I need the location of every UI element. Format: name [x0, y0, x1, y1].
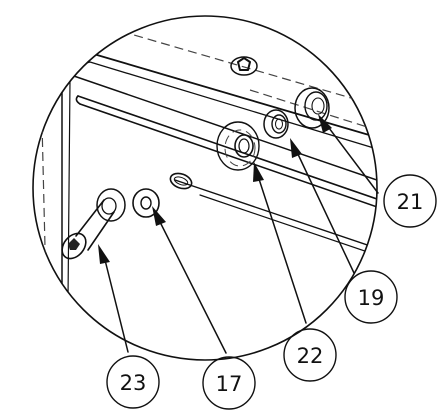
- nut-19: [263, 109, 289, 139]
- fitting-21: [294, 87, 330, 129]
- svg-text:22: 22: [297, 344, 324, 368]
- svg-text:17: 17: [216, 372, 243, 396]
- leader-lines: [98, 114, 379, 354]
- oval-slot-inner: [173, 176, 189, 186]
- fitting-22: [216, 121, 260, 171]
- screw-23: [61, 188, 126, 260]
- front-groove: [77, 95, 377, 209]
- detail-magnifier-circle: [32, 15, 378, 361]
- lid-inner-edge: [61, 61, 377, 163]
- callout-23: 23: [106, 355, 160, 409]
- svg-text:23: 23: [120, 371, 147, 395]
- top-screw: [230, 56, 258, 76]
- callout-21: 21: [383, 174, 437, 228]
- washer-17: [132, 188, 160, 218]
- callout-17: 17: [202, 356, 256, 410]
- hidden-edge-left: [39, 39, 48, 331]
- left-wall-inner: [67, 79, 71, 301]
- callout-22: 22: [283, 328, 337, 382]
- svg-text:19: 19: [358, 286, 385, 310]
- oval-slot: [169, 172, 193, 190]
- hidden-edge-right: [249, 89, 377, 151]
- callout-19: 19: [344, 270, 398, 324]
- enclosure-detail: [39, 23, 377, 331]
- front-groove-end: [75, 95, 81, 105]
- panel-lower-edge: [174, 179, 377, 257]
- svg-text:21: 21: [397, 190, 424, 214]
